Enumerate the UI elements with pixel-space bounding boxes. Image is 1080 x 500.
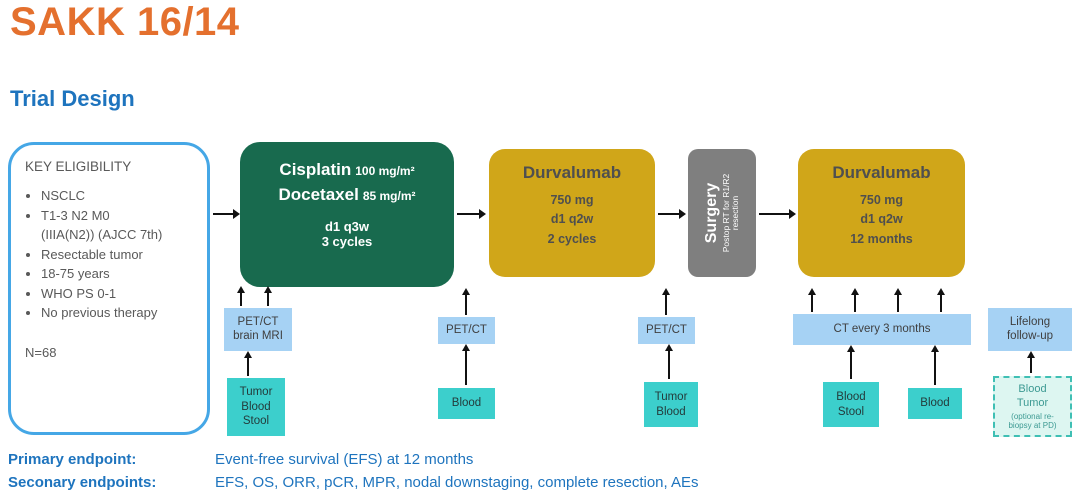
eligibility-heading: KEY ELIGIBILITY bbox=[25, 159, 132, 174]
durvalumab-neoadjuvant-box: Durvalumab 750 mg d1 q2w 2 cycles bbox=[489, 149, 655, 277]
arrow-up bbox=[930, 345, 939, 385]
drug-dose: 100 mg/m² bbox=[355, 164, 415, 178]
arrow-right bbox=[658, 209, 686, 219]
assessment-petct: PET/CT bbox=[438, 317, 495, 344]
schedule: d1 q2w bbox=[860, 212, 903, 227]
drug-name: Durvalumab bbox=[832, 163, 931, 182]
duration: 12 months bbox=[850, 231, 913, 246]
sample-tumor-blood-stool: Tumor Blood Stool bbox=[227, 378, 285, 436]
arrow-up bbox=[893, 288, 902, 312]
drug-dose: 750 mg bbox=[550, 193, 594, 207]
eligibility-item: WHO PS 0-1 bbox=[41, 284, 199, 304]
arrow-right bbox=[213, 209, 240, 219]
arrow-up bbox=[936, 288, 945, 312]
drug-name: Cisplatin bbox=[279, 160, 352, 179]
arrow-up bbox=[236, 286, 245, 306]
arrow-up bbox=[850, 288, 859, 312]
assessment-lifelong-followup: Lifelong follow-up bbox=[988, 308, 1072, 351]
sample-tumor-blood: Tumor Blood bbox=[644, 382, 698, 427]
arrow-up bbox=[846, 345, 855, 379]
primary-endpoint-label: Primary endpoint: bbox=[8, 451, 137, 468]
arrow-up bbox=[1026, 351, 1035, 373]
secondary-endpoints-value: EFS, OS, ORR, pCR, MPR, nodal downstagin… bbox=[215, 474, 699, 491]
page-title: SAKK 16/14 bbox=[10, 0, 240, 44]
section-title: Trial Design bbox=[10, 86, 135, 111]
secondary-endpoints-label: Seconary endpoints: bbox=[8, 474, 157, 491]
eligibility-list: NSCLC T1-3 N2 M0 (IIIA(N2)) (AJCC 7th) R… bbox=[25, 186, 199, 323]
arrow-up bbox=[243, 351, 252, 376]
arrow-up bbox=[661, 288, 670, 315]
drug-name: Docetaxel bbox=[278, 184, 359, 204]
arrow-up bbox=[807, 288, 816, 312]
arrow-up bbox=[461, 344, 470, 385]
arrow-right bbox=[759, 209, 796, 219]
surgery-title: Surgery bbox=[702, 182, 720, 244]
arrow-right bbox=[457, 209, 486, 219]
drug-name: Durvalumab bbox=[522, 163, 622, 182]
sample-blood-stool: Blood Stool bbox=[823, 382, 879, 427]
eligibility-item: Resectable tumor bbox=[41, 245, 199, 265]
primary-endpoint-value: Event-free survival (EFS) at 12 months bbox=[215, 451, 474, 468]
assessment-petct-brain-mri: PET/CT brain MRI bbox=[224, 308, 292, 351]
arrow-up bbox=[461, 288, 470, 315]
drug-dose: 750 mg bbox=[859, 193, 904, 207]
schedule: d1 q2w bbox=[550, 212, 594, 227]
schedule: d1 q3w bbox=[324, 219, 370, 235]
sample-blood-tumor-note: (optional re- biopsy at PD) bbox=[1008, 411, 1057, 430]
cycles: 3 cycles bbox=[321, 234, 373, 250]
sample-size: N=68 bbox=[25, 344, 57, 360]
sample-blood: Blood bbox=[438, 388, 495, 419]
sample-blood-tumor-main: Blood Tumor bbox=[1016, 383, 1049, 409]
assessment-ct-every-3-months: CT every 3 months bbox=[793, 314, 971, 345]
eligibility-box: KEY ELIGIBILITY NSCLC T1-3 N2 M0 (IIIA(N… bbox=[8, 142, 210, 435]
arrow-up bbox=[263, 286, 272, 306]
assessment-petct: PET/CT bbox=[638, 317, 695, 344]
surgery-box: Surgery Postop RT for R1/R2 resection bbox=[688, 149, 756, 277]
drug-dose: 85 mg/m² bbox=[362, 188, 416, 203]
eligibility-item: T1-3 N2 M0 (IIIA(N2)) (AJCC 7th) bbox=[41, 206, 199, 245]
eligibility-item: NSCLC bbox=[41, 186, 199, 206]
sample-blood-tumor-optional: Blood Tumor (optional re- biopsy at PD) bbox=[993, 376, 1072, 437]
surgery-note: Postop RT for R1/R2 resection bbox=[720, 173, 741, 253]
durvalumab-adjuvant-box: Durvalumab 750 mg d1 q2w 12 months bbox=[798, 149, 965, 277]
sample-blood: Blood bbox=[908, 388, 962, 419]
arrow-up bbox=[664, 344, 673, 379]
eligibility-item: 18-75 years bbox=[41, 264, 199, 284]
duration: 2 cycles bbox=[547, 231, 597, 246]
surgery-rotated-text: Surgery Postop RT for R1/R2 resection bbox=[703, 152, 741, 274]
eligibility-item: No previous therapy bbox=[41, 303, 199, 323]
